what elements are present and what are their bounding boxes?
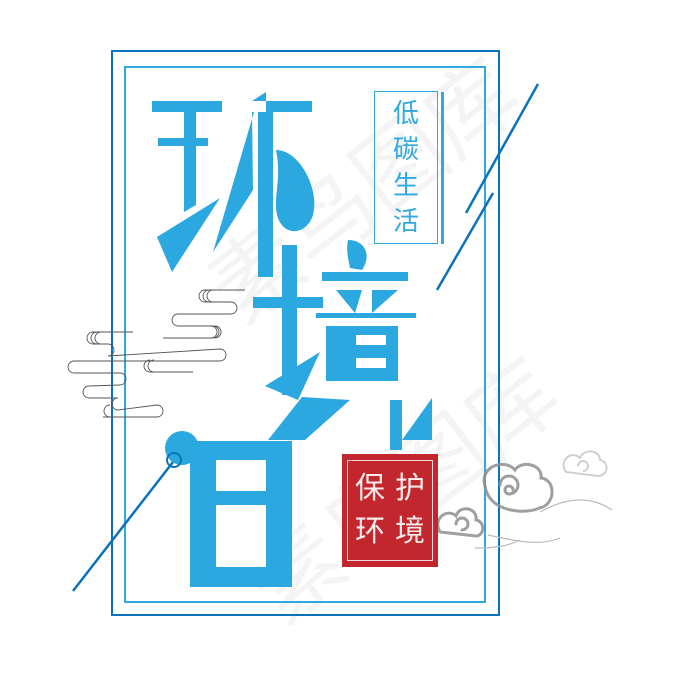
ink-cloud-trail: [474, 499, 613, 549]
outer-frame: [111, 50, 500, 616]
tagline-char: 生: [392, 170, 419, 201]
tagline-accent-bar: [441, 92, 444, 244]
tagline-box: 低 碳 生 活: [374, 91, 438, 244]
tagline-char: 活: [392, 206, 419, 237]
ring-icon: [166, 452, 182, 468]
title-char-huan: [152, 92, 315, 277]
faint-cloud-icon: [562, 450, 608, 478]
inner-frame: [124, 66, 486, 603]
seal-char: 境: [395, 514, 425, 550]
red-seal: 保 护 环 境: [342, 454, 438, 567]
line-cloud-icon: [67, 289, 245, 418]
title-char-jing: [253, 240, 432, 450]
seal-char: 护: [395, 470, 425, 506]
diagonal-lines: [72, 83, 540, 592]
ink-cloud-icon: [436, 462, 554, 538]
seal-char: 环: [355, 514, 385, 550]
seal-char: 保: [355, 470, 385, 506]
red-seal-border: 保 护 环 境: [347, 460, 433, 561]
tagline-char: 碳: [392, 134, 419, 165]
tagline-char: 低: [392, 98, 419, 129]
